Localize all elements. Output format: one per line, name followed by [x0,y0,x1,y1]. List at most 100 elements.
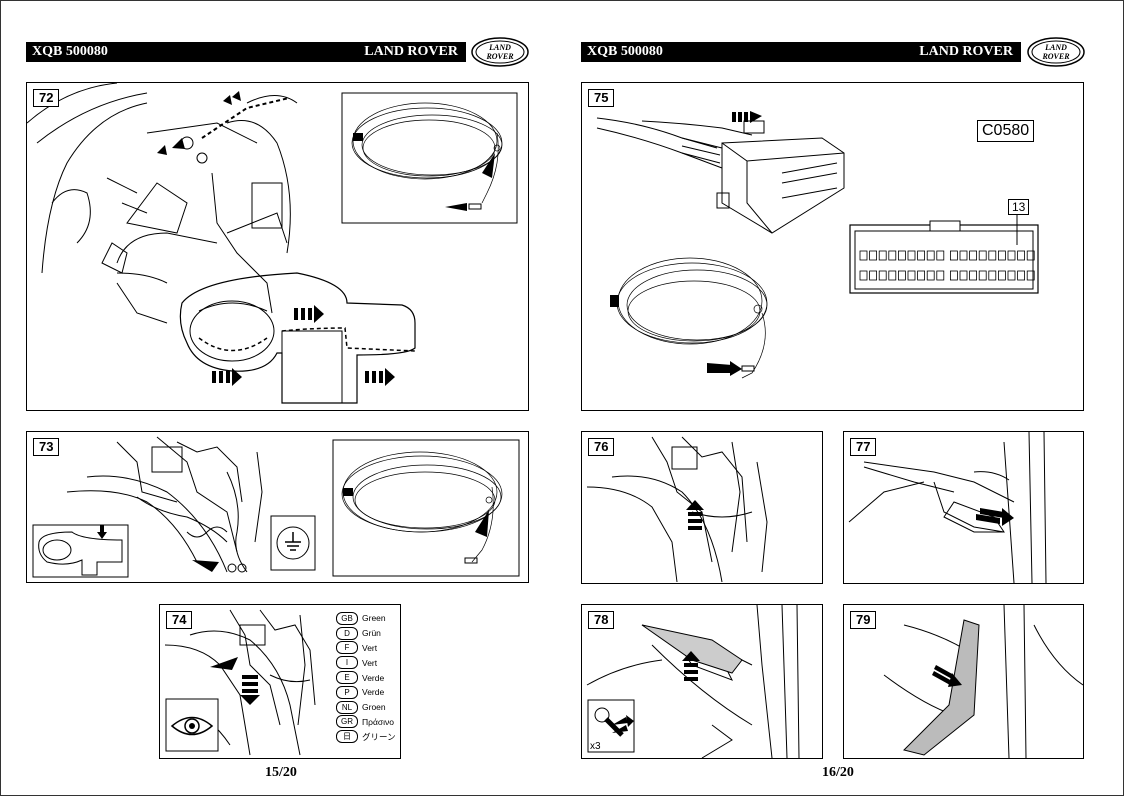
legend-row: P Verde [336,685,396,700]
legend-code: F [336,641,358,655]
step-76-illustration [586,436,768,583]
legend-text: Verde [362,687,385,698]
connector-pin [917,270,926,281]
connector-pin [936,270,945,281]
panel-step-76: 76 [581,431,823,584]
left-land-rover-logo: LAND ROVER [471,37,529,67]
step-number-74: 74 [166,611,193,629]
legend-text: Πράσινο [362,716,394,727]
connector-pin [1007,250,1016,261]
step-75-illustration [596,111,1039,379]
connector-pin [859,250,868,261]
legend-text: Verde [362,672,385,683]
panel-step-72: 72 [26,82,529,411]
legend-row: E Verde [336,670,396,685]
left-doc-code: XQB 500080 [32,44,108,59]
legend-code: I [336,656,358,670]
right-brand: LAND ROVER [919,44,1013,59]
right-logo-line1: LAND [1044,43,1067,52]
legend-text: Vert [362,657,378,668]
legend-text: Groen [362,702,386,713]
right-land-rover-logo: LAND ROVER [1027,37,1085,67]
connector-pin [897,270,906,281]
right-doc-code: XQB 500080 [587,44,663,59]
legend-text: グリーン [362,731,396,742]
step-number-77: 77 [850,438,877,456]
right-logo-line2: ROVER [1041,52,1070,61]
step-number-79: 79 [850,611,877,629]
connector-pin [978,270,987,281]
legend-text: Vert [362,642,378,653]
connector-pin [988,270,997,281]
left-page-number: 15/20 [265,765,297,780]
panel-step-75: 75 C0580 13 [581,82,1084,411]
connector-pin [888,250,897,261]
connector-id-label: C0580 [977,120,1035,142]
connector-pin [988,250,997,261]
legend-code: GR [336,715,358,729]
legend-row: 日グリーン [336,729,396,744]
legend-code: P [336,685,358,699]
connector-pin [997,250,1006,261]
connector-pin [926,250,935,261]
connector-pin [978,250,987,261]
connector-pin [1017,270,1026,281]
right-page-number: 16/20 [822,765,854,780]
connector-pin [878,250,887,261]
connector-pin [959,270,968,281]
step-number-75: 75 [588,89,615,107]
step-78-illustration [586,605,800,758]
panel-step-73: 73 [26,431,529,583]
connector-pin [949,250,958,261]
legend-row: GR Πράσινο [336,715,396,730]
legend-row: NL Groen [336,700,396,715]
connector-pin [878,270,887,281]
connector-pin [869,270,878,281]
connector-pin [936,250,945,261]
connector-pin [1026,270,1035,281]
connector-pin [907,250,916,261]
legend-text: Green [362,613,386,624]
screw-count: x3 [590,741,601,752]
legend-row: F Vert [336,641,396,656]
panel-step-78: 78 x3 [581,604,823,759]
connector-pin [859,270,868,281]
connector-pin [897,250,906,261]
left-logo-line1: LAND [488,43,511,52]
step-number-76: 76 [588,438,615,456]
left-logo-line2: ROVER [485,52,514,61]
connector-pin [949,270,958,281]
connector-pin [869,250,878,261]
connector-pin [917,250,926,261]
right-header-bar: XQB 500080 LAND ROVER [581,42,1021,62]
legend-code: E [336,671,358,685]
step-77-illustration [848,432,1047,583]
panel-step-77: 77 [843,431,1084,584]
connector-pin [959,250,968,261]
connector-pin [1007,270,1016,281]
pin-number-label: 13 [1008,199,1030,215]
connector-pin [969,270,978,281]
legend-row: D Grün [336,626,396,641]
connector-pin [1017,250,1026,261]
legend-text: Grün [362,628,381,639]
legend-code: NL [336,700,358,714]
step-79-illustration [883,605,1083,758]
panel-step-79: 79 [843,604,1084,759]
connector-pin [997,270,1006,281]
legend-code: D [336,626,358,640]
left-brand: LAND ROVER [364,44,458,59]
step-74-illustration [164,609,316,756]
step-number-78: 78 [588,611,615,629]
connector-pin [1026,250,1035,261]
legend-code: 日 [336,730,358,744]
step-72-illustration [27,83,518,404]
step-number-73: 73 [33,438,60,456]
left-header-bar: XQB 500080 LAND ROVER [26,42,466,62]
connector-pin [888,270,897,281]
connector-pin [969,250,978,261]
step-73-illustration [32,436,520,578]
